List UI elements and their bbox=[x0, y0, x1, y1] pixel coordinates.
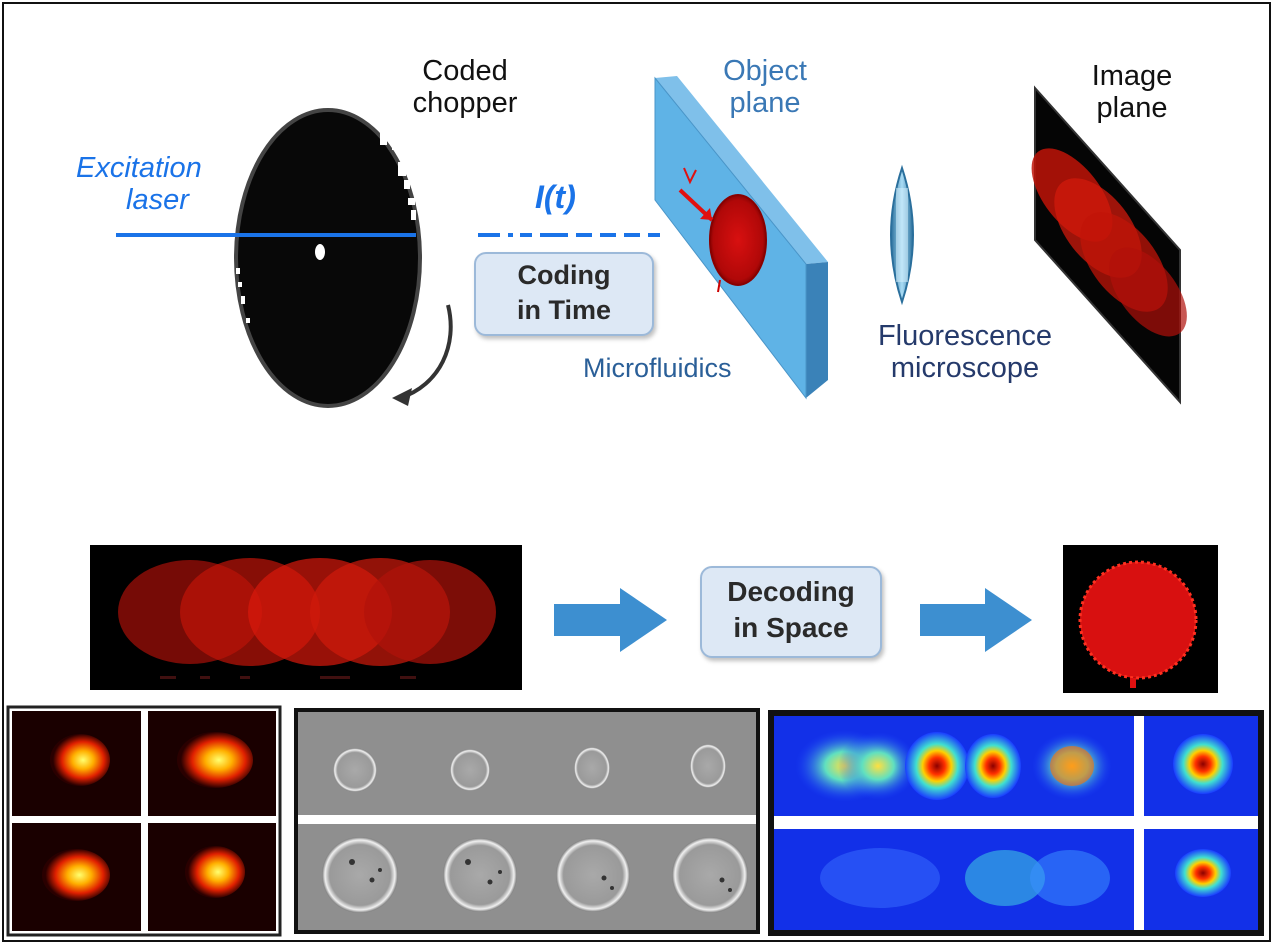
decoding-label-line2: in Space bbox=[733, 612, 849, 644]
decoding-label-line1: Decoding bbox=[727, 576, 855, 607]
microfluidics-label: Microfluidics bbox=[583, 353, 732, 383]
coding-label-line1: Coding bbox=[517, 260, 611, 290]
jet-colormap-panel bbox=[768, 710, 1264, 936]
chopper-label-line1: Coded bbox=[422, 55, 508, 87]
coded-chopper-wheel bbox=[234, 108, 422, 408]
microfluidic-channel bbox=[654, 76, 828, 400]
intensity-label: I(t) bbox=[535, 179, 576, 215]
excitation-label-line1: Excitation bbox=[76, 152, 202, 184]
decoded-cell-image bbox=[1063, 545, 1218, 693]
objective-lens bbox=[890, 164, 914, 306]
fluorescence-label-line2: microscope bbox=[890, 352, 1040, 385]
object-label-line2: plane bbox=[729, 87, 801, 120]
fluorescence-label-line1: Fluorescence bbox=[877, 320, 1053, 352]
chopper-label-line2: chopper bbox=[412, 87, 518, 120]
excitation-label-line2: laser bbox=[126, 184, 189, 217]
image-label-line2: plane bbox=[1096, 92, 1168, 125]
object-plane-label: Object plane bbox=[700, 55, 830, 120]
image-plane-label: Image plane bbox=[1072, 60, 1192, 125]
arrow-right-1 bbox=[554, 588, 667, 652]
arrow-right-2 bbox=[920, 588, 1032, 652]
streaked-image bbox=[90, 545, 522, 690]
fluorescence-microscope-label: Fluorescence microscope bbox=[860, 320, 1070, 385]
brightfield-panel bbox=[294, 708, 760, 934]
image-plane-screen bbox=[1031, 85, 1187, 405]
decoding-in-space-box: Decoding in Space bbox=[700, 566, 882, 658]
image-label-line1: Image bbox=[1091, 60, 1173, 92]
coding-in-time-box: Coding in Time bbox=[474, 252, 654, 336]
excitation-laser-label: Excitation laser bbox=[76, 152, 202, 217]
object-label-line1: Object bbox=[723, 55, 807, 87]
coded-chopper-label: Coded chopper bbox=[405, 55, 525, 120]
coding-label-line2: in Time bbox=[516, 295, 612, 326]
heatmap-panel bbox=[6, 705, 282, 937]
rotation-arrow bbox=[399, 304, 453, 400]
